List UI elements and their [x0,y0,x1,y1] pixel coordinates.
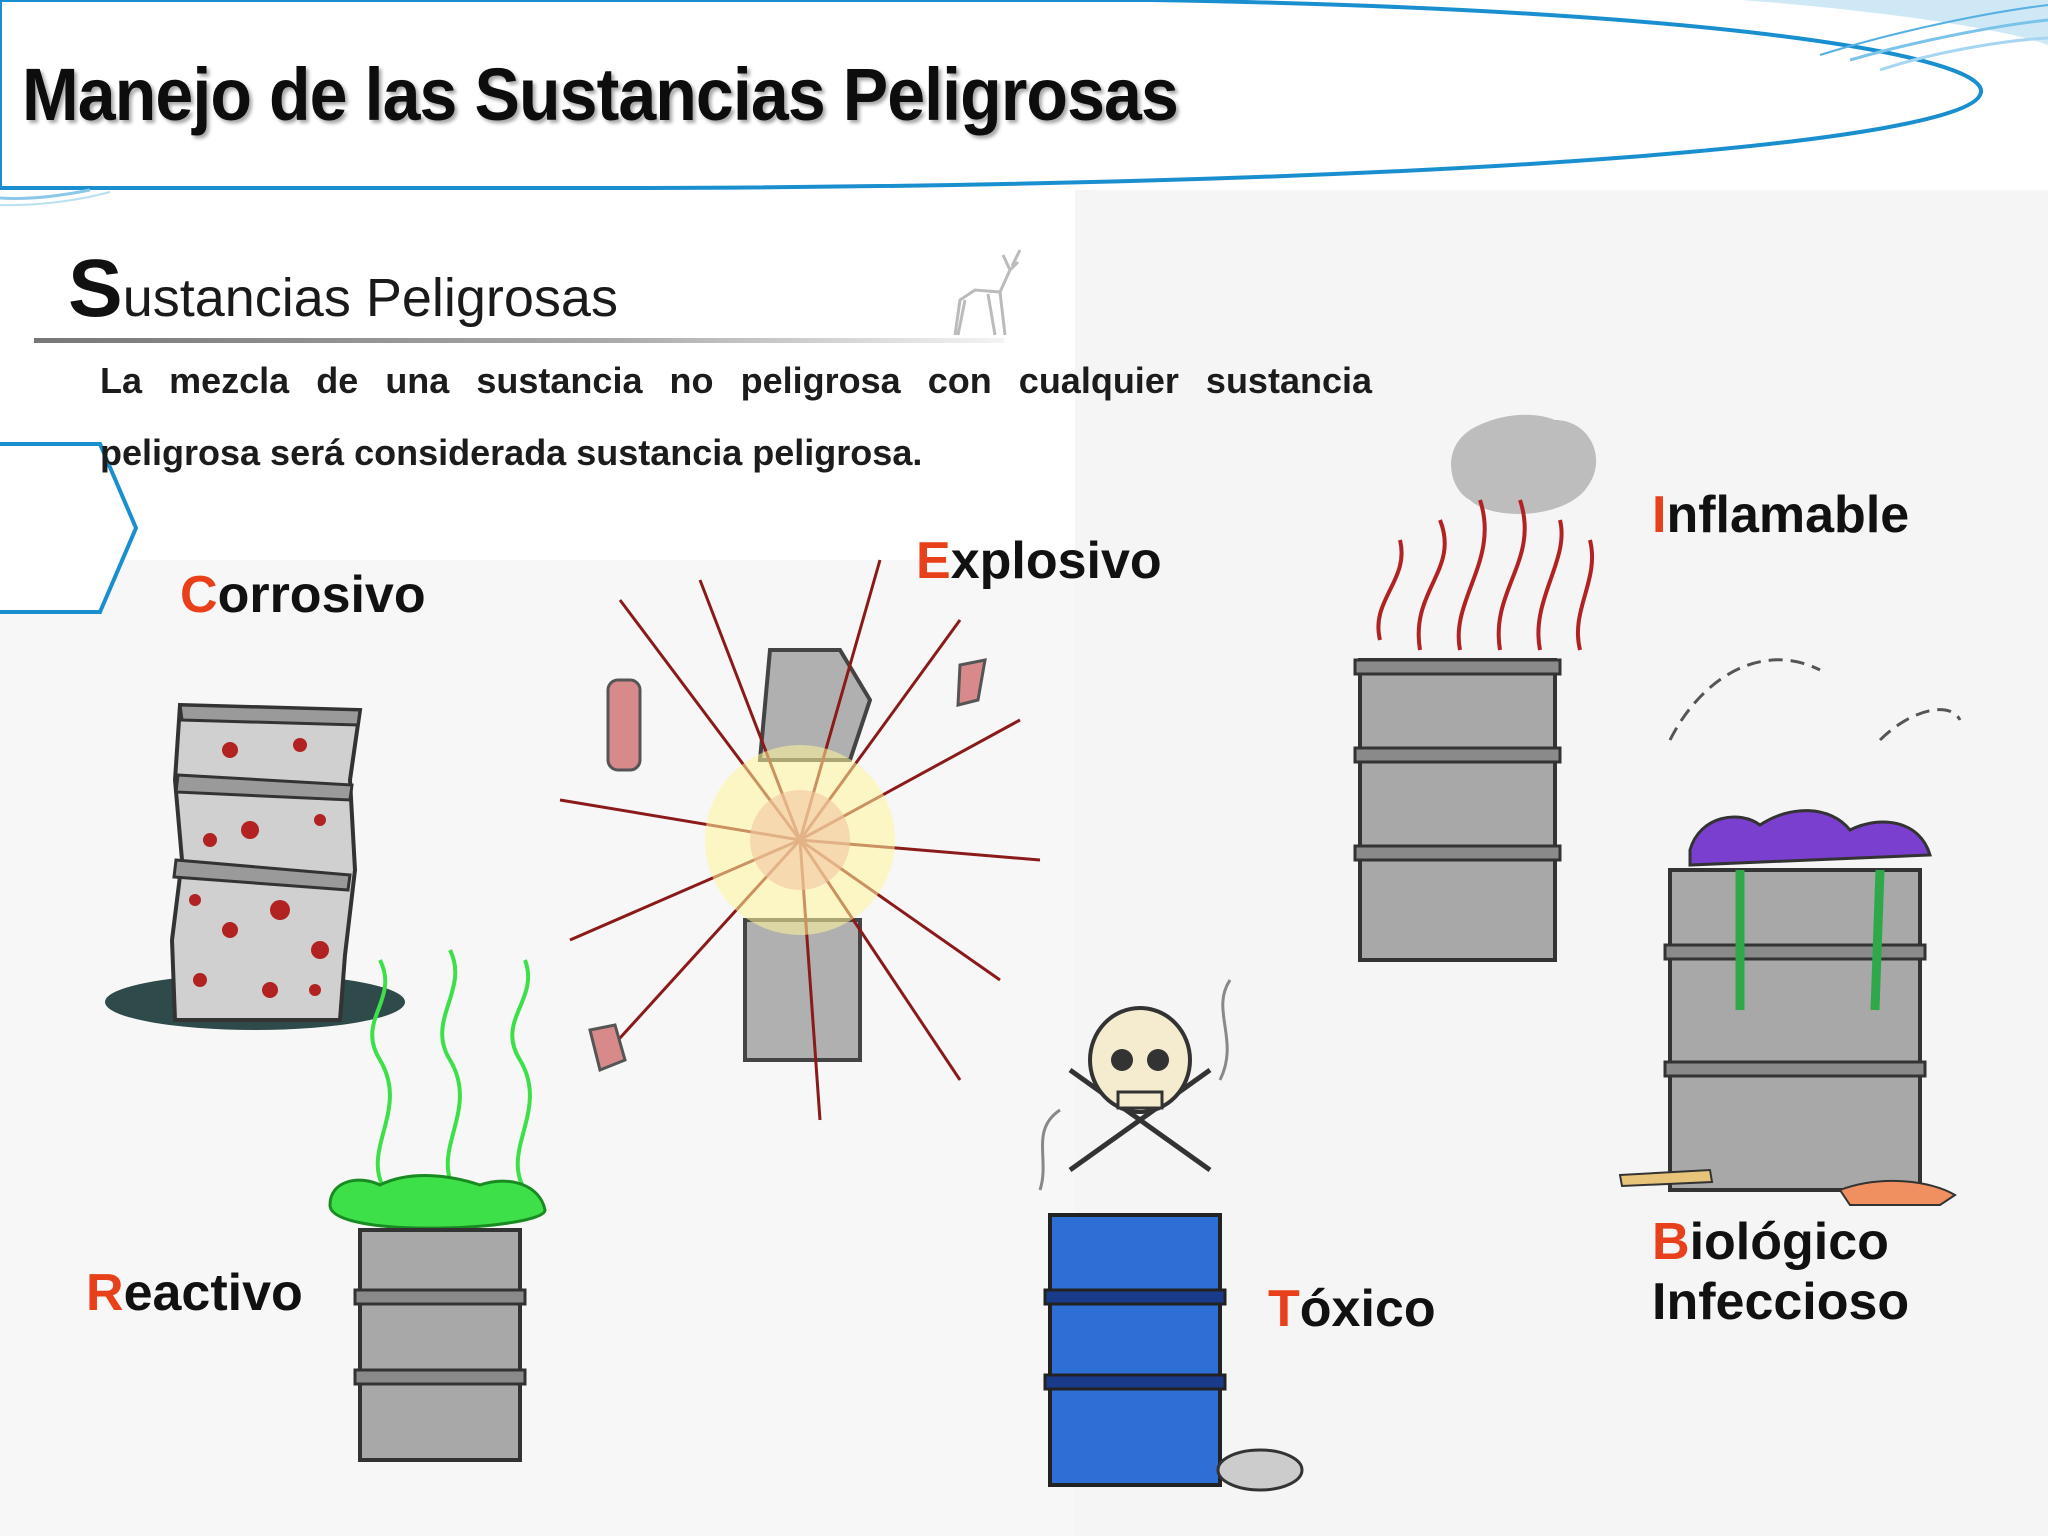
section-subtitle: Sustancias Peligrosas [68,242,618,336]
gazelle-icon [953,249,1022,336]
label-inflamable: Inflamable [1652,486,1910,544]
subtitle-initial: S [68,243,123,334]
subtitle-underline [34,338,1004,343]
corrosive-barrel-icon [105,702,405,1030]
page-title: Manejo de las Sustancias Peligrosas [22,53,1179,136]
inflamable-barrel-icon [1353,414,1597,962]
toxic-barrel-icon [1038,979,1304,1492]
label-corrosivo: Corrosivo [180,566,426,624]
header-frame-decoration [0,0,2048,614]
explosive-barrel-icon [559,559,1041,1121]
label-reactivo: Reactivo [86,1264,303,1322]
background-panel [1075,190,2048,1536]
reactive-barrel-icon [328,949,547,1462]
label-explosivo: Explosivo [916,532,1162,590]
label-toxico: Tóxico [1268,1280,1436,1338]
biohazard-barrel-icon [1618,658,1962,1206]
description-text: La mezcla de una sustancia no peligrosa … [100,360,1372,473]
subtitle-rest: ustancias Peligrosas [122,268,618,328]
